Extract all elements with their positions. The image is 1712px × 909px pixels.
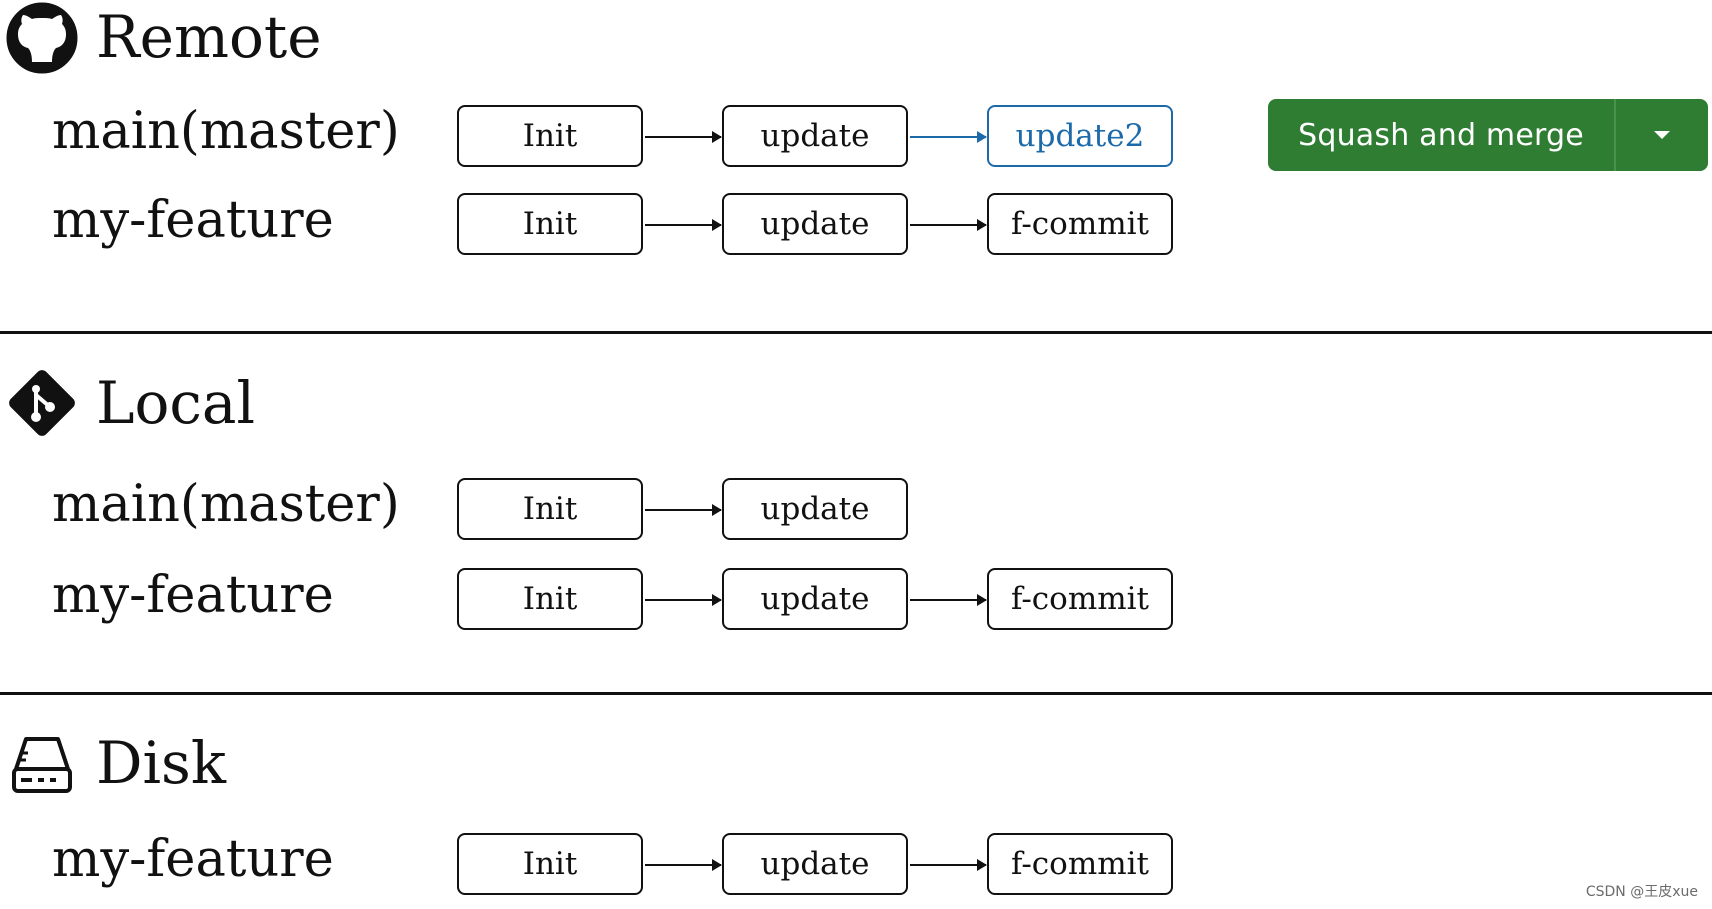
commit-arrow: [910, 219, 987, 231]
commit-node: update: [722, 193, 908, 255]
section-title-disk: Disk: [96, 729, 226, 797]
commit-node: Init: [457, 193, 643, 255]
github-octocat-icon: [6, 2, 78, 74]
commit-node: f-commit: [987, 193, 1173, 255]
branch-label-local-main: main(master): [52, 475, 400, 534]
commit-arrow: [645, 594, 722, 606]
commit-node-highlight: update2: [987, 105, 1173, 167]
commit-node: update: [722, 478, 908, 540]
branch-label-local-feature: my-feature: [52, 566, 334, 625]
commit-node: f-commit: [987, 833, 1173, 895]
commit-node: Init: [457, 833, 643, 895]
commit-arrow: [645, 131, 722, 143]
branch-label-disk-feature: my-feature: [52, 830, 334, 889]
commit-node: update: [722, 105, 908, 167]
branch-label-remote-feature: my-feature: [52, 191, 334, 250]
commit-arrow: [645, 504, 722, 516]
section-divider: [0, 331, 1712, 334]
commit-arrow: [910, 859, 987, 871]
caret-down-icon[interactable]: [1616, 99, 1708, 171]
commit-arrow: [645, 219, 722, 231]
commit-node: Init: [457, 568, 643, 630]
git-logo-icon: [9, 370, 75, 436]
squash-and-merge-button[interactable]: Squash and merge: [1268, 99, 1708, 171]
commit-node: update: [722, 568, 908, 630]
hard-drive-icon: [12, 737, 72, 793]
watermark-text: CSDN @王皮xue: [1585, 884, 1698, 900]
section-title-remote: Remote: [96, 3, 322, 71]
squash-and-merge-label[interactable]: Squash and merge: [1298, 117, 1584, 153]
section-title-local: Local: [96, 369, 256, 437]
commit-node: Init: [457, 105, 643, 167]
commit-node: f-commit: [987, 568, 1173, 630]
section-divider: [0, 692, 1712, 695]
commit-node: Init: [457, 478, 643, 540]
button-divider: [1614, 99, 1616, 171]
commit-arrow: [910, 594, 987, 606]
commit-arrow-highlight: [910, 131, 987, 143]
commit-node: update: [722, 833, 908, 895]
branch-label-remote-main: main(master): [52, 102, 400, 161]
commit-arrow: [645, 859, 722, 871]
